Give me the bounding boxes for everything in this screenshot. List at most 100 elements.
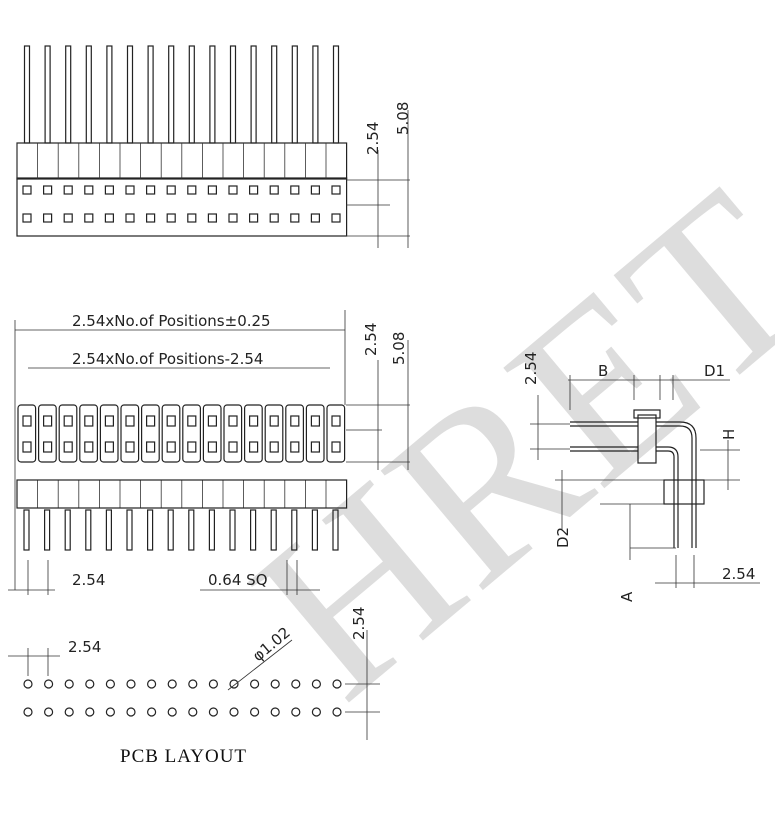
dim-pitch-total: 5.08	[394, 102, 412, 135]
pin	[106, 45, 113, 144]
contact-cell	[104, 441, 115, 453]
contact-cell	[166, 441, 176, 453]
pin	[208, 509, 215, 551]
contact-cell	[146, 415, 156, 427]
pin	[167, 509, 174, 551]
housing-cell	[79, 404, 99, 463]
pin	[311, 509, 318, 551]
contact-cell	[228, 441, 238, 453]
pcb-hole	[332, 679, 342, 689]
contact-cell	[104, 213, 115, 223]
contact-cell	[125, 185, 135, 195]
pcb-hole	[270, 679, 280, 689]
dim-pcb-pitch-h: 2.54	[68, 638, 101, 656]
contact-cell	[166, 213, 176, 223]
pcb-hole	[167, 679, 177, 689]
contact-cell	[84, 185, 94, 195]
pin	[44, 45, 51, 144]
contact-cell	[125, 441, 135, 453]
pin	[147, 45, 154, 144]
housing-cell	[182, 404, 202, 463]
contact-cell	[269, 185, 279, 195]
pcb-hole	[229, 679, 239, 689]
contact-cell	[207, 441, 217, 453]
contact-cell	[84, 415, 94, 427]
contact-cell	[269, 415, 279, 427]
pcb-hole	[64, 679, 74, 689]
contact-cell	[249, 441, 259, 453]
contact-cell	[84, 441, 94, 453]
dim-side-h: H	[720, 429, 738, 440]
contact-cell	[228, 213, 238, 223]
front-insulator	[16, 479, 348, 509]
housing-cell	[305, 404, 325, 463]
pin	[23, 45, 31, 144]
dim-side-pitch-bottom: 2.54	[722, 565, 755, 583]
contact-cell	[207, 415, 217, 427]
contact-cell	[22, 415, 32, 427]
dim-pin-square: 0.64 SQ	[208, 571, 268, 589]
pcb-hole	[188, 707, 198, 717]
pcb-hole	[85, 707, 95, 717]
contact-cell	[166, 415, 176, 427]
pin	[65, 45, 72, 144]
contact-cell	[84, 213, 94, 223]
housing-cell	[120, 404, 140, 463]
dim-front-pitch-total: 5.08	[390, 332, 408, 365]
pcb-hole	[208, 707, 218, 717]
pcb-hole	[291, 679, 301, 689]
housing-cell	[223, 404, 243, 463]
pcb-hole	[270, 707, 280, 717]
contact-cell	[310, 415, 320, 427]
side-view: B D1 2.54 H D2 A 2.54	[522, 352, 760, 602]
pin	[64, 509, 71, 551]
dim-side-d2: D2	[554, 527, 572, 548]
pin	[85, 45, 92, 144]
pin	[188, 45, 195, 144]
dim-side-b: B	[598, 362, 608, 380]
pin	[229, 45, 237, 144]
contact-cell	[207, 185, 217, 195]
pin	[188, 509, 195, 551]
pcb-hole	[229, 707, 239, 717]
dim-overall-length: 2.54xNo.of Positions±0.25	[72, 312, 271, 330]
pin	[332, 509, 339, 551]
contact-cell	[63, 415, 73, 427]
housing-cell	[202, 404, 222, 463]
pcb-hole	[23, 679, 33, 689]
pcb-hole	[250, 679, 260, 689]
pin	[291, 509, 298, 551]
contact-cell	[310, 213, 320, 223]
contact-cell	[187, 441, 197, 453]
pcb-hole	[311, 707, 321, 717]
pin	[250, 45, 257, 144]
housing-cell	[17, 404, 37, 463]
pcb-hole	[311, 679, 321, 689]
pcb-hole	[85, 679, 95, 689]
contact-cell	[187, 415, 197, 427]
pcb-hole	[126, 679, 136, 689]
contact-cell	[310, 441, 320, 453]
dim-side-a: A	[618, 591, 636, 602]
pin	[312, 45, 319, 144]
pcb-hole	[208, 679, 218, 689]
contact-cell	[104, 415, 115, 427]
housing-cell	[285, 404, 304, 463]
pin	[85, 509, 92, 551]
front-view	[16, 404, 348, 551]
contact-cell	[22, 185, 32, 195]
contact-cell	[104, 185, 115, 195]
pin	[250, 509, 257, 551]
contact-cell	[42, 415, 53, 427]
contact-cell	[207, 213, 217, 223]
contact-cell	[187, 213, 197, 223]
pcb-hole	[332, 707, 342, 717]
contact-cell	[249, 213, 259, 223]
contact-cell	[249, 415, 259, 427]
pin	[126, 509, 133, 551]
contact-cell	[290, 185, 300, 195]
pcb-hole	[147, 679, 157, 689]
front-view-dimensions: 2.54xNo.of Positions±0.25 2.54xNo.of Pos…	[8, 310, 410, 595]
pcb-hole	[167, 707, 177, 717]
